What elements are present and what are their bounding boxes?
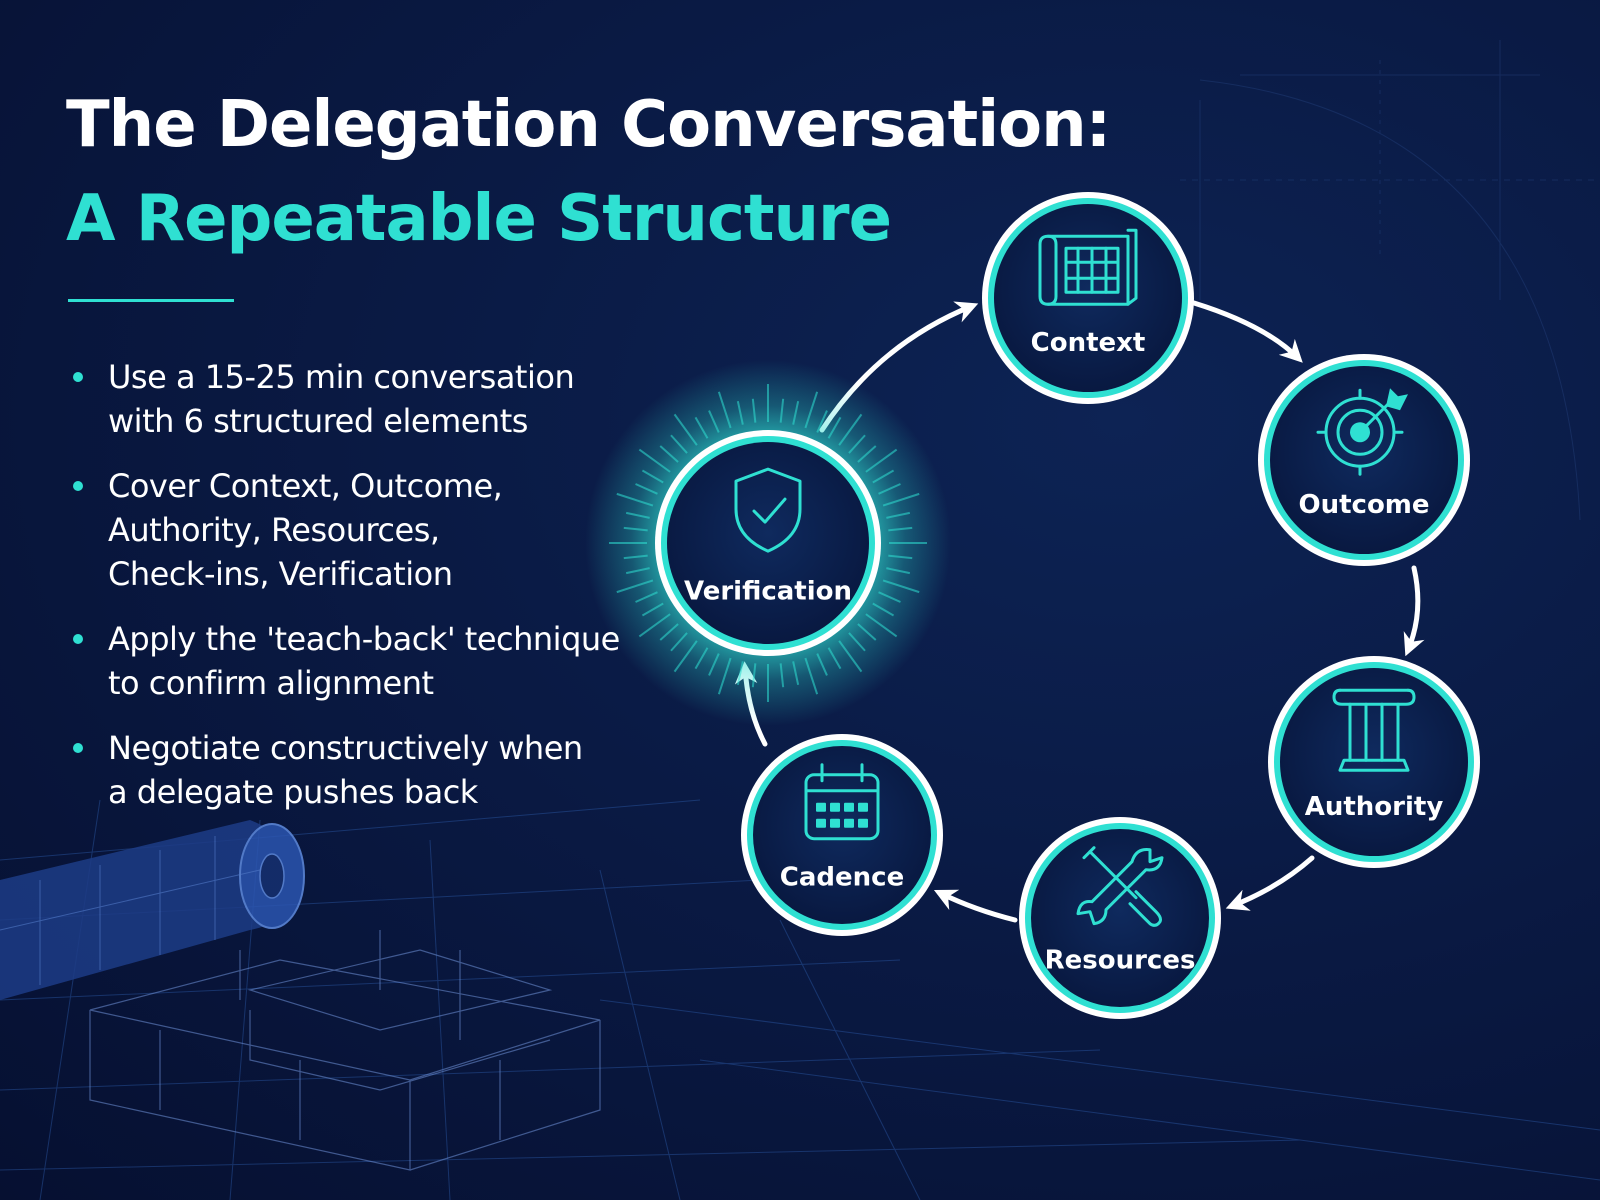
shield-check-icon: [734, 467, 802, 553]
node-core: [1270, 366, 1458, 554]
node-core: [753, 746, 931, 924]
cycle-node-authority: Authority: [1268, 656, 1480, 868]
bullet-line: a delegate pushes back: [108, 773, 478, 811]
bullet-line: with 6 structured elements: [108, 402, 528, 440]
cycle-arrow: [933, 889, 1018, 923]
node-label-outcome: Outcome: [1298, 490, 1429, 520]
cycle-node-verification: Verification: [585, 360, 951, 726]
cycle-node-context: Context: [982, 192, 1194, 404]
calendar-icon: [804, 763, 880, 841]
cycle-node-cadence: Cadence: [741, 734, 943, 936]
bullet-list: Use a 15-25 min conversation with 6 struc…: [70, 355, 630, 835]
page-title: The Delegation Conversation: A Repeatabl…: [66, 78, 1111, 266]
node-core: [667, 442, 869, 644]
bullet-item: Use a 15-25 min conversation with 6 struc…: [70, 355, 630, 443]
pillar-icon: [1332, 688, 1416, 772]
bullet-line: Check-ins, Verification: [108, 555, 453, 593]
bullet-item: Cover Context, Outcome, Authority, Resour…: [70, 464, 630, 596]
bullet-line: Authority, Resources,: [108, 511, 440, 549]
node-label-context: Context: [1031, 328, 1146, 358]
cycle-arrow: [1191, 300, 1303, 363]
bullet-item: Negotiate constructively when a delegate …: [70, 726, 630, 814]
title-line-1: The Delegation Conversation:: [66, 88, 1111, 162]
cycle-arrow: [1225, 855, 1315, 911]
cycle-node-outcome: Outcome: [1258, 354, 1470, 566]
node-core: [994, 204, 1182, 392]
blueprint-icon: [1038, 228, 1138, 306]
bullet-line: Use a 15-25 min conversation: [108, 358, 575, 396]
bullet-line: Cover Context, Outcome,: [108, 467, 503, 505]
bullet-dot: [73, 481, 83, 491]
bullet-item: Apply the 'teach-back' technique to confi…: [70, 617, 630, 705]
node-label-verification: Verification: [684, 577, 852, 607]
bullet-dot: [73, 743, 83, 753]
node-label-resources: Resources: [1045, 946, 1196, 976]
bullet-dot: [73, 372, 83, 382]
title-line-2: A Repeatable Structure: [66, 182, 892, 256]
bullet-line: to confirm alignment: [108, 664, 434, 702]
bullet-line: Apply the 'teach-back' technique: [108, 620, 620, 658]
node-core: [1031, 829, 1209, 1007]
glow-rays: [609, 384, 927, 702]
node-core: [1280, 668, 1468, 856]
bullet-dot: [73, 634, 83, 644]
cycle-arrow: [1403, 565, 1425, 657]
tools-icon: [1076, 846, 1164, 927]
cycle-node-resources: Resources: [1019, 817, 1221, 1019]
target-icon: [1316, 388, 1408, 476]
bullet-line: Negotiate constructively when: [108, 729, 583, 767]
title-underline: [68, 299, 234, 302]
node-label-authority: Authority: [1305, 792, 1444, 822]
node-label-cadence: Cadence: [780, 863, 904, 893]
